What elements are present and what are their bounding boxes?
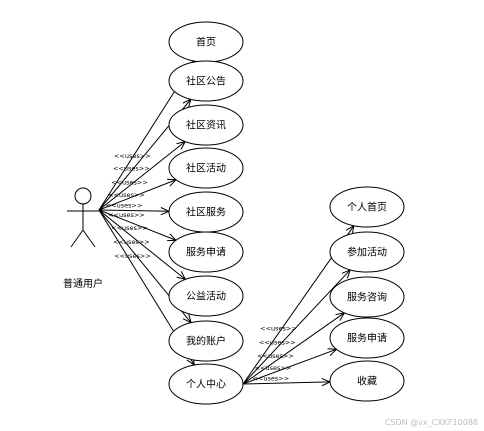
use-case-ellipse bbox=[329, 317, 405, 359]
use-case-ellipse bbox=[168, 147, 244, 189]
use-case-label: 社区公告 bbox=[186, 75, 226, 88]
use-case-uc8[interactable]: 我的账户 bbox=[168, 320, 244, 362]
use-case-ellipse bbox=[329, 186, 405, 228]
use-case-uc3[interactable]: 社区资讯 bbox=[168, 104, 244, 146]
use-case-uc2[interactable]: 社区公告 bbox=[168, 60, 244, 102]
use-case-uc9[interactable]: 个人中心 bbox=[168, 363, 244, 405]
use-case-uc12[interactable]: 服务咨询 bbox=[329, 276, 405, 318]
actor-head bbox=[74, 187, 92, 205]
stereotype-label-uc9-uc14: <<uses>> bbox=[253, 374, 290, 382]
stereotype-label-uc9-uc10: <<uses>> bbox=[260, 324, 297, 332]
watermark: CSDN @vx_CXKF10088 bbox=[385, 418, 478, 427]
use-cases: 首页社区公告社区资讯社区活动社区服务服务申请公益活动我的账户个人中心个人首页参加… bbox=[168, 21, 405, 405]
use-case-uc7[interactable]: 公益活动 bbox=[168, 275, 244, 317]
stereotype-label-uc9-uc12: <<uses>> bbox=[257, 352, 294, 360]
use-case-label: 公益活动 bbox=[186, 290, 226, 303]
association-actor-uc5 bbox=[98, 209, 170, 212]
use-case-uc14[interactable]: 收藏 bbox=[329, 360, 405, 402]
stereotype-label-uc9-uc11: <<uses>> bbox=[259, 338, 296, 346]
use-case-ellipse bbox=[168, 320, 244, 362]
use-case-label: 收藏 bbox=[357, 375, 377, 388]
use-case-label: 社区活动 bbox=[186, 162, 226, 175]
actor-left-leg bbox=[70, 229, 84, 248]
stereotype-label-actor-uc2: <<uses>> bbox=[113, 164, 150, 172]
association-actor-uc6 bbox=[98, 209, 177, 241]
association-uc9-uc11 bbox=[242, 269, 351, 385]
use-case-uc13[interactable]: 服务申请 bbox=[329, 317, 405, 359]
stereotype-label-actor-uc7: <<uses>> bbox=[111, 224, 148, 232]
use-case-uc11[interactable]: 参加活动 bbox=[329, 231, 405, 273]
association-uc9-uc14 bbox=[242, 381, 331, 385]
use-case-ellipse bbox=[329, 360, 405, 402]
stereotype-label-uc9-uc13: <<uses>> bbox=[255, 364, 292, 372]
association-lines bbox=[98, 59, 355, 387]
use-case-ellipse bbox=[329, 231, 405, 273]
use-case-label: 服务申请 bbox=[347, 332, 387, 345]
stereotype-label-actor-uc4: <<uses>> bbox=[108, 191, 145, 199]
stereotype-label-actor-uc6: <<uses>> bbox=[108, 211, 145, 219]
use-case-ellipse bbox=[329, 276, 405, 318]
use-case-label: 服务申请 bbox=[186, 246, 226, 259]
use-case-uc1[interactable]: 首页 bbox=[168, 21, 244, 63]
use-case-label: 首页 bbox=[196, 36, 216, 49]
use-case-uc4[interactable]: 社区活动 bbox=[168, 147, 244, 189]
actor-common-user[interactable]: 普通用户 bbox=[63, 187, 103, 290]
use-case-label: 社区服务 bbox=[186, 206, 226, 219]
stereotype-label-actor-uc9: <<uses>> bbox=[114, 252, 151, 260]
use-case-label: 我的账户 bbox=[186, 335, 226, 348]
stereotype-labels: <<uses>> <<uses>> <<uses>> <<uses>> <<uses>>… bbox=[106, 152, 297, 383]
use-case-ellipse bbox=[168, 231, 244, 273]
actor-label: 普通用户 bbox=[63, 277, 103, 290]
association-uc9-uc13 bbox=[242, 348, 337, 385]
stereotype-label-actor-uc5: <<uses>> bbox=[106, 201, 143, 209]
use-case-label: 个人中心 bbox=[186, 378, 226, 391]
stereotype-label-actor-uc1: <<uses>> bbox=[114, 152, 151, 160]
use-case-uc5[interactable]: 社区服务 bbox=[168, 191, 244, 233]
use-case-uc10[interactable]: 个人首页 bbox=[329, 186, 405, 228]
use-case-uc6[interactable]: 服务申请 bbox=[168, 231, 244, 273]
use-case-ellipse bbox=[168, 363, 244, 405]
association-actor-uc4 bbox=[98, 179, 177, 211]
use-case-ellipse bbox=[168, 60, 244, 102]
use-case-label: 社区资讯 bbox=[186, 119, 226, 132]
use-case-label: 服务咨询 bbox=[347, 291, 387, 304]
use-case-label: 个人首页 bbox=[347, 201, 387, 214]
actor-right-leg bbox=[82, 229, 96, 248]
association-actor-uc7 bbox=[98, 209, 186, 280]
association-uc9-uc12 bbox=[242, 312, 345, 385]
association-actor-uc3 bbox=[98, 141, 186, 211]
stereotype-label-actor-uc3: <<uses>> bbox=[111, 178, 148, 186]
use-case-ellipse bbox=[168, 104, 244, 146]
use-case-label: 参加活动 bbox=[347, 246, 387, 259]
stereotype-label-actor-uc8: <<uses>> bbox=[113, 238, 150, 246]
use-case-ellipse bbox=[168, 275, 244, 317]
